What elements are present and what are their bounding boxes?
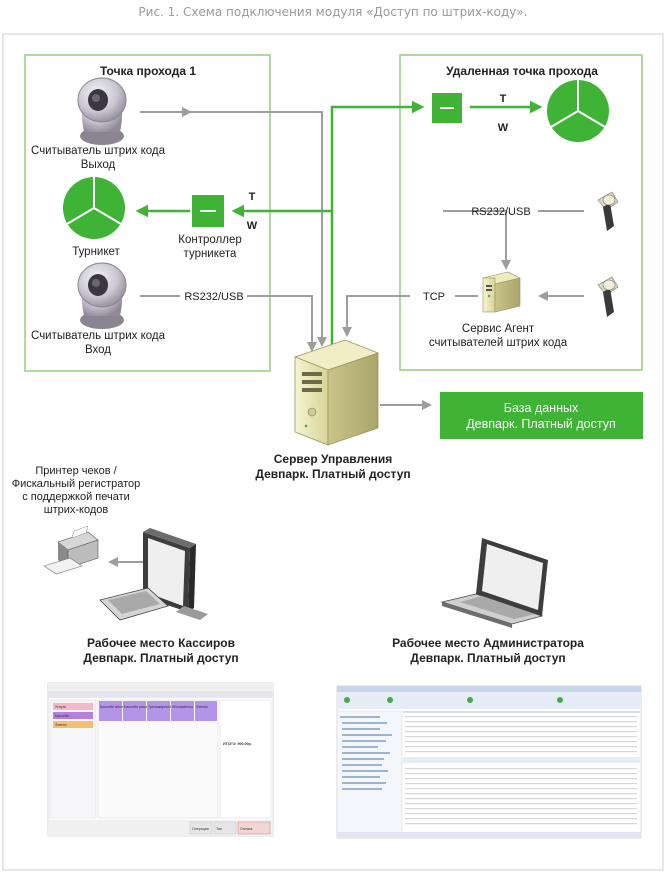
remote-point-zone: [399, 54, 643, 371]
remote-scanner-2-icon: [597, 276, 619, 317]
pass-point-title: Точка прохода 1: [100, 64, 196, 78]
entry-scanner-icon: [77, 262, 127, 329]
rs232-local-label: RS232/USB: [184, 291, 243, 303]
exit-scanner-label-2: Выход: [81, 159, 116, 171]
remote-w-label: W: [498, 122, 509, 134]
cashier-tab-3: Фитнес: [55, 723, 67, 727]
remote-scanner1-to-agent: [443, 210, 511, 270]
database-box: [440, 392, 643, 439]
entry-scanner-label-2: Вход: [85, 344, 111, 356]
database-label-1: База данных: [504, 401, 579, 415]
remote-scanner-1-icon: [597, 191, 619, 231]
server-label-2: Девпарк. Платный доступ: [255, 467, 410, 481]
printer-icon: [43, 525, 99, 575]
server-to-remote-controller: [330, 100, 425, 345]
admin-label-2: Девпарк. Платный доступ: [410, 651, 565, 665]
admin-laptop-icon: [440, 538, 548, 628]
local-w-label: W: [247, 220, 258, 232]
remote-turnstile-icon: [547, 80, 609, 142]
tcp-to-server-line: [342, 295, 410, 337]
green-connectors: [135, 100, 543, 345]
printer-label-2: Фискальный регистратор: [12, 478, 141, 490]
server-label-1: Сервер Управления: [274, 452, 392, 466]
controller-label-2: турникета: [184, 248, 237, 260]
server-icon: [293, 339, 380, 446]
entry-scanner-label-1: Считыватель штрих кода: [31, 330, 166, 342]
controller-icon: [192, 195, 224, 227]
admin-label-1: Рабочее место Администратора: [392, 636, 584, 650]
tcp-label: TCP: [423, 291, 445, 303]
cashier-btn-3: Оплата: [240, 827, 252, 831]
agent-label-2: считывателей штрих кода: [429, 337, 568, 349]
cashier-pc-icon: [99, 528, 208, 621]
controller-label-1: Контроллер: [178, 234, 241, 246]
cashier-tile-5: Фитнес: [196, 705, 208, 709]
cashier-btn-2: Тип: [216, 827, 222, 831]
exit-scanner-label-1: Считыватель штрих кода: [31, 145, 166, 157]
cashier-tile-3: Тренажерный зал: [148, 705, 178, 709]
database-label-2: Девпарк. Платный доступ: [466, 417, 616, 431]
cashier-tile-2: Бассейн разовое: [124, 705, 152, 709]
remote-point-title: Удаленная точка прохода: [446, 64, 598, 78]
pass-point-zone: [24, 54, 271, 372]
outer-frame: [2, 33, 664, 871]
turnstile-icon: [63, 177, 125, 239]
agent-service-icon: [482, 271, 521, 313]
local-t-label: T: [249, 191, 256, 203]
printer-label-1: Принтер чеков /: [35, 465, 117, 477]
figure-caption: Рис. 1. Схема подключения модуля «Доступ…: [138, 5, 527, 19]
cashier-tab-2: Бассейн: [55, 714, 69, 718]
cashier-tab-1: Услуги: [55, 705, 66, 709]
remote-t-label: T: [500, 93, 507, 105]
admin-screenshot: [336, 685, 642, 839]
cashier-total: ИТОГО: 900,00р.: [223, 742, 252, 746]
cashier-tile-4: Абонементы: [172, 705, 194, 709]
remote-controller-icon: [432, 93, 462, 123]
printer-label-3: с поддержкой печати: [22, 491, 130, 503]
cashier-label-2: Девпарк. Платный доступ: [83, 651, 238, 665]
cashier-tile-1: Бассейн абонемент: [100, 705, 133, 709]
agent-label-1: Сервис Агент: [462, 323, 535, 335]
cashier-label-1: Рабочее место Кассиров: [87, 636, 235, 650]
cashier-btn-1: Операции: [192, 827, 209, 831]
exit-scanner-to-server-line: [190, 111, 327, 347]
gray-connectors: [108, 107, 584, 567]
printer-label-4: штрих-кодов: [44, 504, 109, 516]
turnstile-label: Турникет: [72, 246, 120, 258]
exit-scanner-icon: [77, 77, 127, 145]
rs232-remote-label: RS232/USB: [471, 206, 530, 218]
cashier-screenshot: Услуги Бассейн Фитнес Бассейн абонемент …: [47, 682, 274, 837]
entry-scanner-to-server-line: [247, 295, 317, 352]
